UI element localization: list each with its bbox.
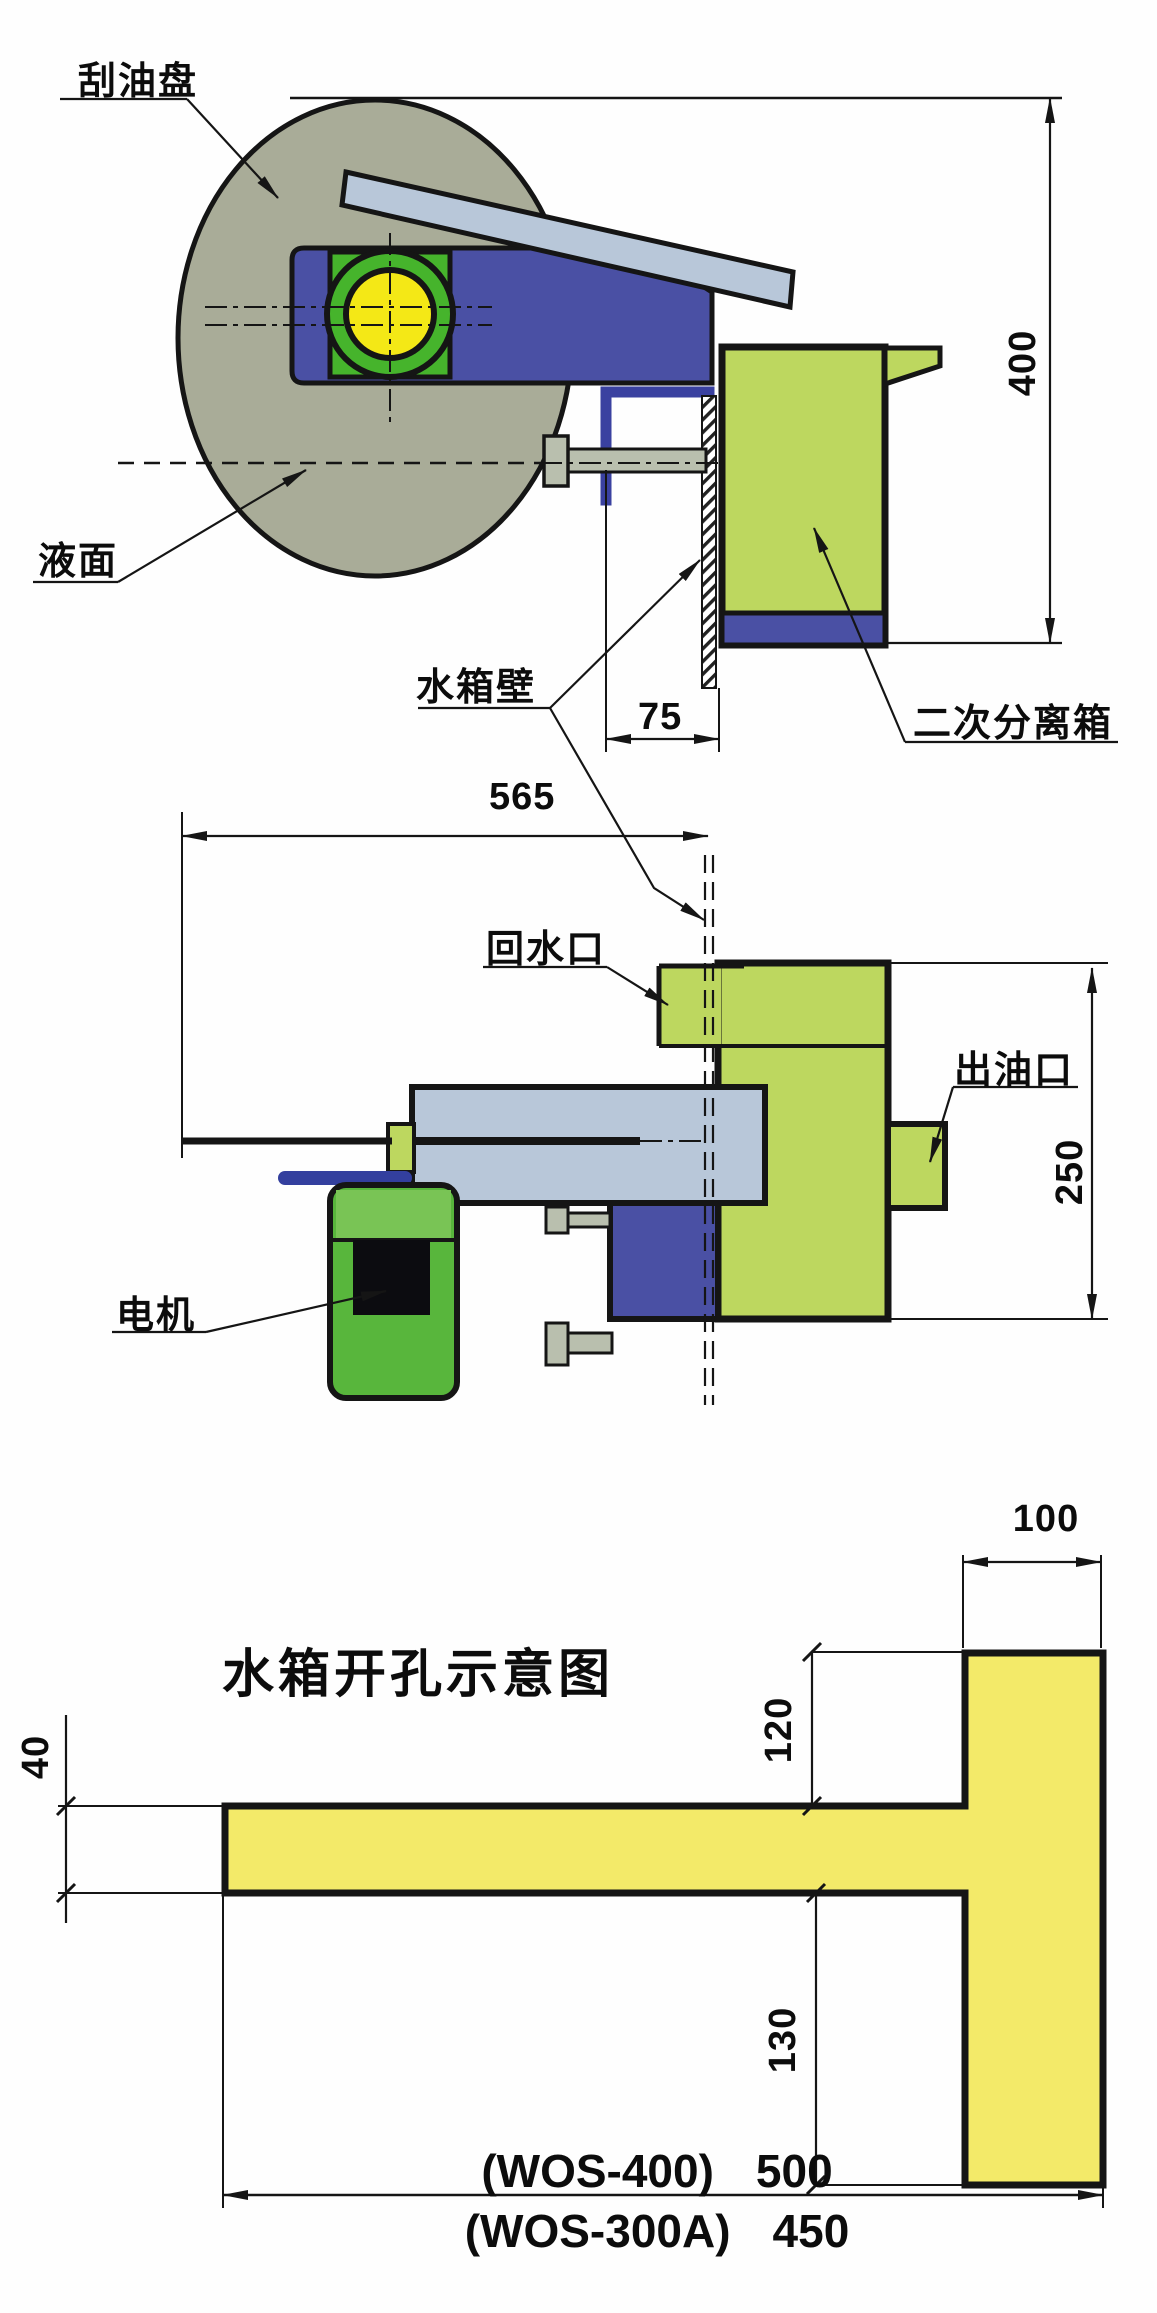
model-name: (WOS-400) [481, 2145, 714, 2197]
dim-400: 400 [1001, 329, 1044, 397]
cutout-title: 水箱开孔示意图 [222, 1646, 615, 1704]
dim-40: 40 [14, 1734, 57, 1780]
front-clamp-bolts [544, 1205, 614, 1367]
motor-mount-plate [278, 1171, 412, 1185]
leader-liquid-level [33, 469, 307, 584]
motor-top-band [336, 1190, 451, 1238]
lower-housing-box [607, 1200, 721, 1322]
leader-oil-outlet [928, 1085, 1078, 1163]
tank-wall-dashed [703, 855, 715, 1405]
dim-130: 130 [761, 2006, 804, 2074]
label-liquid-level: 液面 [38, 541, 119, 583]
model-name: (WOS-300A) [464, 2205, 731, 2257]
clamp-bolt-head [542, 434, 570, 488]
label-secondary-separator: 二次分离箱 [913, 703, 1114, 745]
label-motor: 电机 [116, 1295, 197, 1337]
leader-scraper-disc [60, 97, 279, 199]
separator-box [718, 343, 889, 649]
leader-motor [112, 1289, 387, 1334]
tank-wall-hatch [701, 395, 717, 689]
leader-secondary-separator [812, 527, 1118, 744]
model-width-wos300a: (WOS-300A) 450 [377, 2204, 937, 2258]
label-tank-wall: 水箱壁 [416, 667, 537, 709]
oil-outlet-port [885, 1121, 948, 1211]
dim-250: 250 [1048, 1138, 1091, 1206]
dim-75: 75 [638, 696, 683, 738]
arm-hub-block [386, 1122, 416, 1174]
label-scraper-disc: 刮油盘 [78, 61, 199, 103]
separator-spout [882, 345, 943, 388]
dim-100: 100 [1012, 1498, 1080, 1540]
view-cutout [55, 1555, 1107, 2208]
clamp-bracket [600, 386, 715, 506]
motor-window [353, 1240, 430, 1315]
label-oil-outlet: 出油口 [954, 1050, 1075, 1092]
view-side [33, 96, 1118, 921]
label-return-port: 回水口 [486, 929, 607, 971]
leader-return-port [483, 965, 669, 1006]
scraper-blade [339, 168, 796, 311]
dim-120: 120 [757, 1696, 800, 1764]
leader-tank-wall [418, 559, 705, 921]
dim-565: 565 [489, 776, 556, 818]
cutout-shape [221, 1649, 1107, 2189]
model-width-value: 500 [755, 2145, 833, 2197]
model-width-value: 450 [772, 2205, 850, 2257]
clamp-bolt-shaft [564, 447, 708, 474]
model-width-wos400: (WOS-400) 500 [377, 2144, 937, 2198]
return-port [659, 965, 721, 1046]
view-front [112, 812, 1108, 1405]
